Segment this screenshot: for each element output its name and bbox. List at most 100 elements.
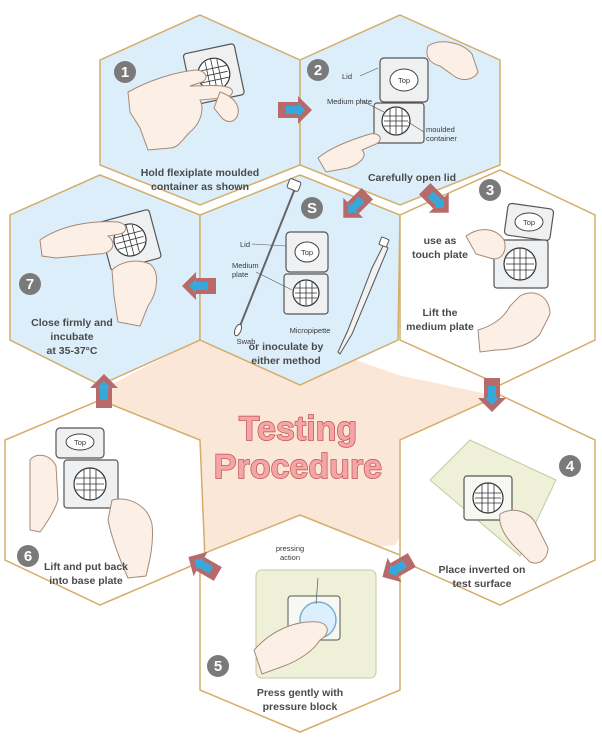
arrow-tip-icon xyxy=(286,103,305,117)
step-5-caption-line2: pressure block xyxy=(263,701,338,713)
step-3-badge xyxy=(479,179,501,201)
step-s-label-medium-line2: plate xyxy=(232,270,248,279)
step-6-number: 6 xyxy=(24,548,32,565)
diagram-title-line1: Testing xyxy=(239,410,357,448)
step-s-caption-line1: or inoculate by xyxy=(249,341,324,353)
step-2-hex: Top Lid Medium plate moulded container 2… xyxy=(299,14,501,206)
thumb-icon xyxy=(213,91,239,122)
step-s-label-micropipette: Micropipette xyxy=(290,326,331,335)
step-2-number: 2 xyxy=(314,62,322,79)
swab-icon xyxy=(233,178,302,337)
arrow-s-to-7 xyxy=(182,272,216,300)
step-2-label-lid: Lid xyxy=(342,72,352,81)
step-s-hex: Top Lid Medium plate Swab Micropipette S… xyxy=(199,174,401,386)
step-7-caption-line3: at 35-37°C xyxy=(47,345,98,357)
step-2-label-moulded-line1: moulded xyxy=(426,125,455,134)
arrow-tip-icon xyxy=(485,386,499,405)
pressing-pointer xyxy=(315,577,319,605)
hand-top-icon xyxy=(39,221,127,259)
grid-icon xyxy=(475,483,501,513)
step-3-lid-text: Top xyxy=(523,218,535,227)
diagram-title-line2: Procedure xyxy=(214,448,382,486)
grid-icon xyxy=(198,58,229,90)
step-6-lid-text: Top xyxy=(74,438,86,447)
lid-top-icon xyxy=(65,433,95,451)
arrow-tip-icon xyxy=(427,191,444,208)
hand-icon xyxy=(499,509,549,564)
step-4-caption-line1: Place inverted on xyxy=(439,564,526,576)
hand-right-icon xyxy=(477,292,551,353)
step-s-label-medium-line1: Medium xyxy=(232,261,259,270)
micropipette-icon xyxy=(337,236,390,355)
step-7-number: 7 xyxy=(26,276,34,293)
hand-icon xyxy=(127,69,233,151)
step-5-caption-line1: Press gently with xyxy=(257,687,343,699)
step-5-label-pressing-line1: pressing xyxy=(276,544,304,553)
hand-left-icon xyxy=(29,454,59,533)
step-2-badge xyxy=(307,59,329,81)
step-3-caption-line2: touch plate xyxy=(412,249,468,261)
hand-bottom-icon xyxy=(111,260,157,327)
step-7-caption-line1: Close firmly and xyxy=(31,317,113,329)
step-5-hex: pressing action 5 Press gently with pres… xyxy=(199,514,401,733)
step-4-hex: 4 Place inverted on test surface xyxy=(399,394,596,606)
step-7-hex: 7 Close firmly and incubate at 35-37°C xyxy=(9,174,201,386)
step-1-hex: 1 Hold flexiplate moulded container as s… xyxy=(99,14,301,206)
step-6-hex: Top 6 Lift and put back into base plate xyxy=(4,399,206,606)
hand-icon xyxy=(253,621,328,675)
grid-icon xyxy=(114,224,146,256)
step-1-caption-line1: Hold flexiplate moulded xyxy=(141,167,259,179)
grid-icon xyxy=(295,281,317,305)
hand-top-icon xyxy=(426,41,479,80)
step-1-badge xyxy=(114,61,136,83)
step-7-badge xyxy=(19,273,41,295)
step-2-label-moulded-line2: container xyxy=(426,134,457,143)
arrow-tip-icon xyxy=(194,557,213,574)
step-3-caption-line3: Lift the xyxy=(423,307,458,319)
step-s-label-swab: Swab xyxy=(237,337,256,346)
step-5-number: 5 xyxy=(214,658,222,675)
arrow-3-to-4 xyxy=(478,378,506,412)
lid-top-icon xyxy=(294,241,320,263)
step-3-hex: Top 3 use as touch plate Lift the medium… xyxy=(399,169,596,386)
step-1-number: 1 xyxy=(121,64,129,81)
step-2-label-medium: Medium plate xyxy=(327,97,372,106)
lid-top-icon xyxy=(514,212,544,232)
step-4-caption-line2: test surface xyxy=(453,578,512,590)
step-1-caption-line2: container as shown xyxy=(151,181,249,193)
step-6-badge xyxy=(17,545,39,567)
hand-bottom-icon xyxy=(317,133,381,173)
step-s-label-lid: Lid xyxy=(240,240,250,249)
step-7-caption-line2: incubate xyxy=(50,331,93,343)
step-6-caption-line1: Lift and put back xyxy=(44,561,128,573)
arrow-6-to-7 xyxy=(90,374,118,408)
arrow-tip-icon xyxy=(348,196,365,213)
arrow-1-to-2 xyxy=(278,96,312,124)
arrow-4-to-5 xyxy=(382,553,416,583)
step-4-number: 4 xyxy=(566,458,575,475)
grid-icon xyxy=(76,468,104,500)
step-5-badge xyxy=(207,655,229,677)
grid-icon xyxy=(506,248,534,280)
step-2-lid-text: Top xyxy=(398,76,410,85)
arrow-tip-icon xyxy=(189,279,208,293)
step-3-caption-line1: use as xyxy=(424,235,457,247)
arrow-2-to-s xyxy=(343,188,373,218)
hand-right-icon xyxy=(107,498,153,579)
step-6-caption-line2: into base plate xyxy=(49,575,123,587)
arrow-tip-icon xyxy=(388,560,407,577)
step-s-number: S xyxy=(307,200,317,217)
arrow-tip-icon xyxy=(97,381,111,400)
step-s-lid-text: Top xyxy=(301,248,313,257)
step-3-caption-line4: medium plate xyxy=(406,321,474,333)
step-3-number: 3 xyxy=(486,182,494,199)
step-4-badge xyxy=(559,455,581,477)
step-2-caption: Carefully open lid xyxy=(368,172,456,184)
grid-icon xyxy=(384,108,408,134)
hand-left-icon xyxy=(465,229,506,260)
lid-top-icon xyxy=(389,68,419,92)
step-s-caption-line2: either method xyxy=(251,355,320,367)
arrow-5-to-6 xyxy=(188,551,222,581)
step-5-label-pressing-line2: action xyxy=(280,553,300,562)
